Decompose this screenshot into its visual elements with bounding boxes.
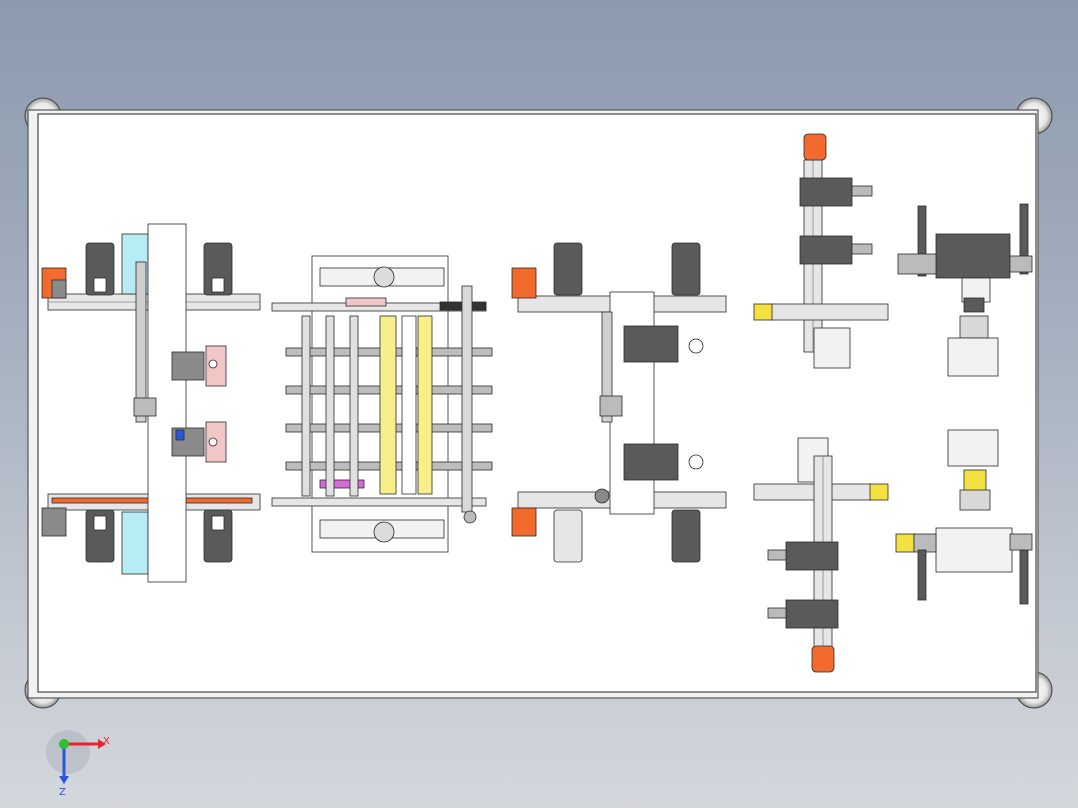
carriage-block [785, 541, 839, 571]
cylinder-block [553, 242, 583, 296]
pulley [373, 521, 395, 543]
actuator-block [623, 443, 679, 481]
cylinder-block [671, 509, 701, 563]
motor [41, 507, 67, 537]
pulley [373, 266, 395, 288]
drawing-element [133, 397, 157, 417]
drawing-element [208, 359, 218, 369]
xy-linear-stage-top[interactable] [753, 133, 889, 369]
horizontal-axis [769, 303, 889, 321]
drawing-element [601, 311, 613, 423]
gripper-body [935, 233, 1011, 279]
drawing-element [688, 454, 704, 470]
horizontal-axis [753, 483, 873, 501]
drawing-element [93, 277, 107, 293]
gripper-conveyor-module-left[interactable] [41, 223, 261, 583]
drawing-element [211, 277, 225, 293]
coordinate-triad: X Z [46, 730, 110, 798]
drawing-element [345, 297, 387, 307]
drawing-element [959, 489, 991, 511]
motor-yellow [869, 483, 889, 501]
motor-orange [803, 133, 827, 161]
motor-yellow [753, 303, 773, 321]
x-axis-label: X [103, 736, 110, 747]
drawing-element [947, 429, 999, 467]
drawing-element [913, 533, 937, 553]
drawing-element [767, 549, 787, 561]
roller-yellow [417, 315, 433, 495]
gripper-body [935, 527, 1013, 573]
cylinder-block [671, 242, 701, 296]
drawing-element [917, 549, 927, 601]
motor-orange [511, 507, 537, 537]
plate-surface [37, 113, 1037, 693]
drawing-element [93, 515, 107, 531]
base-plate [24, 97, 1053, 709]
actuator-block [623, 325, 679, 363]
drawing-element [594, 488, 610, 504]
gripper-conveyor-module-middle[interactable] [511, 242, 727, 563]
drawing-element [851, 185, 873, 197]
drawing-element [897, 253, 937, 275]
drawing-element [401, 315, 417, 495]
carriage-block [799, 177, 853, 207]
cylinder-block [203, 242, 233, 296]
cylinder-block [85, 509, 115, 563]
drawing-element [98, 739, 106, 749]
roller-feeder-module[interactable] [271, 255, 493, 553]
xy-linear-stage-bottom[interactable] [753, 437, 889, 673]
drawing-element [463, 510, 477, 524]
y-axis-dot [59, 739, 69, 749]
drawing-element [947, 337, 999, 377]
carriage-block [785, 599, 839, 629]
drawing-element [208, 437, 218, 447]
drawing-element [599, 395, 623, 417]
rotary-gripper-bottom[interactable] [895, 429, 1033, 605]
drawing-element [1019, 203, 1029, 275]
roller-yellow [379, 315, 397, 495]
cylinder-block [553, 509, 583, 563]
cylinder-block [203, 509, 233, 563]
triad-shadow [46, 730, 90, 774]
drawing-element [301, 315, 311, 497]
drawing-element [959, 315, 989, 339]
drawing-element [767, 607, 787, 619]
drawing-element [135, 261, 147, 423]
motor-orange [511, 267, 537, 299]
drawing-element [963, 297, 985, 313]
drawing-element [319, 479, 365, 489]
motor-yellow [895, 533, 915, 553]
drawing-element [851, 243, 873, 255]
drawing-element [175, 429, 185, 441]
drawing-element [1009, 255, 1033, 273]
carriage-block [799, 235, 853, 265]
rotary-gripper-top[interactable] [897, 203, 1033, 377]
sensor-cyan [121, 511, 149, 575]
drawing-element [271, 497, 487, 507]
drawing-element [813, 327, 851, 369]
drawing-element [688, 338, 704, 354]
cylinder-block [85, 242, 115, 296]
drawing-element [325, 315, 335, 497]
drawing-element [917, 205, 927, 277]
z-axis-label: Z [59, 787, 66, 798]
drawing-element [171, 351, 205, 381]
drawing-element [1009, 533, 1033, 551]
drawing-element [211, 515, 225, 531]
motor-orange [811, 645, 835, 673]
drawing-element [349, 315, 359, 497]
drawing-element [1019, 549, 1029, 605]
drawing-element [461, 285, 473, 513]
drawing-element [51, 279, 67, 299]
drawing-element [59, 776, 69, 784]
